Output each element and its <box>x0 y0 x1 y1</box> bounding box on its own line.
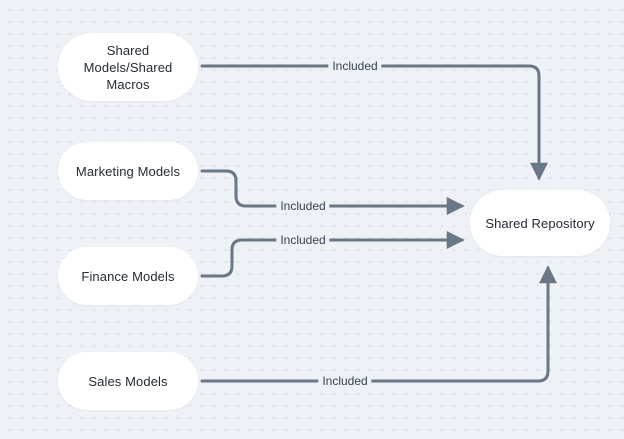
node-finance-models[interactable]: Finance Models <box>58 247 198 305</box>
node-shared-repository[interactable]: Shared Repository <box>470 190 610 256</box>
node-marketing-models[interactable]: Marketing Models <box>58 142 198 200</box>
edge-label-shared-models: Included <box>328 59 382 73</box>
edge-finance-models-to-repo[interactable] <box>200 231 465 278</box>
edge-marketing-models-to-repo[interactable] <box>200 169 465 215</box>
node-shared-models[interactable]: Shared Models/Shared Macros <box>58 33 198 101</box>
node-label: Finance Models <box>81 268 175 284</box>
node-sales-models[interactable]: Sales Models <box>58 352 198 410</box>
node-label: Marketing Models <box>75 163 181 179</box>
edge-label-finance-models: Included <box>276 233 330 247</box>
node-label: Shared Models/Shared Macros <box>83 42 173 92</box>
edge-sales-models-to-repo[interactable] <box>200 265 557 383</box>
node-label: Shared Repository <box>485 215 595 231</box>
edge-label-sales-models: Included <box>318 374 372 388</box>
edge-shared-models-to-repo[interactable] <box>200 64 548 181</box>
edge-label-marketing-models: Included <box>276 199 330 213</box>
node-label: Sales Models <box>88 373 168 389</box>
